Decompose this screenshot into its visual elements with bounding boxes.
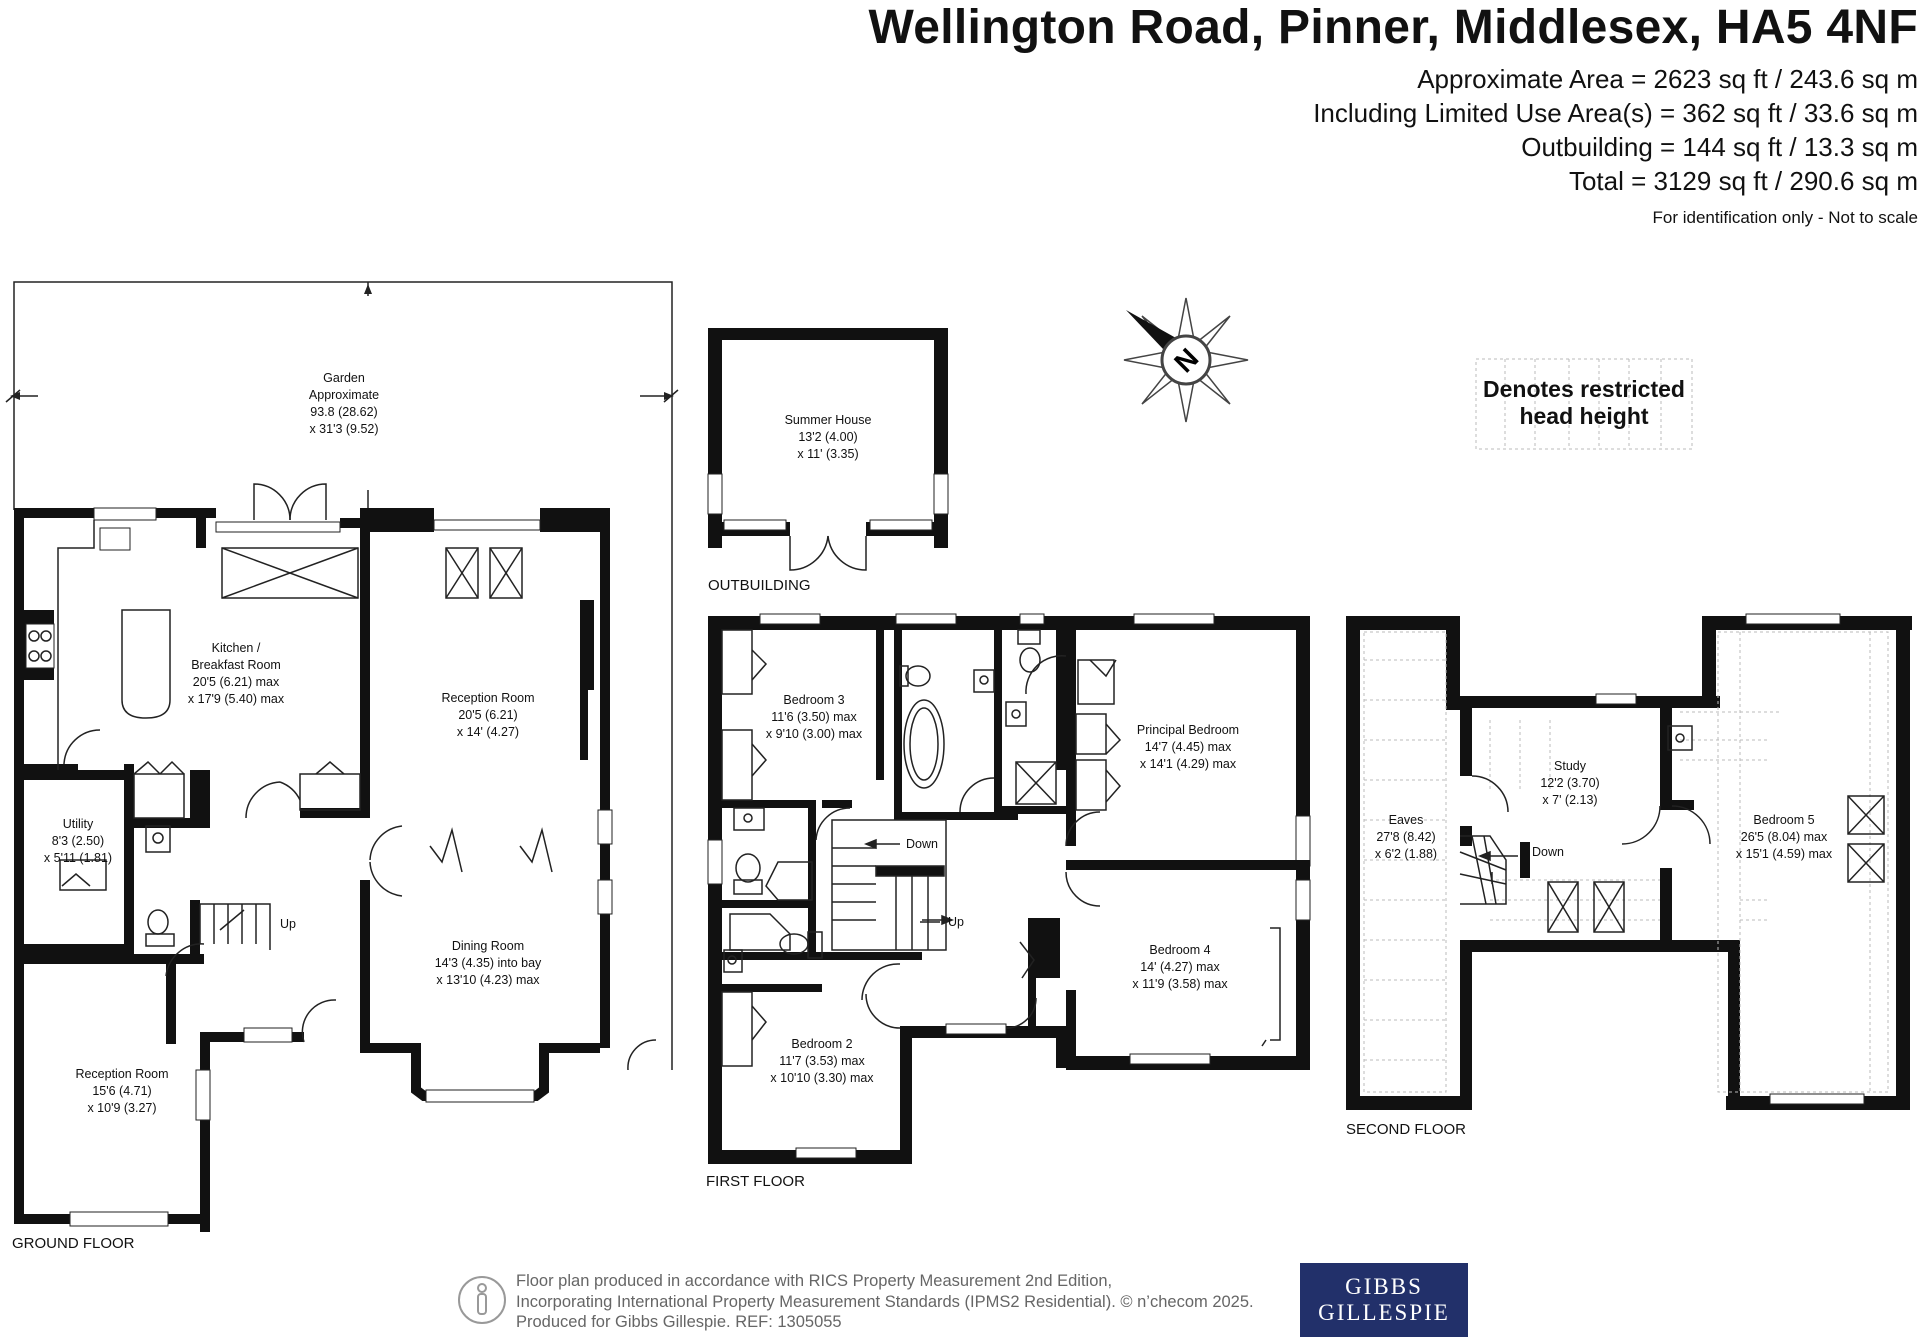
room-bedroom-2: Bedroom 2 11'7 (3.53) max x 10'10 (3.30)… (770, 1037, 874, 1085)
room-dimension: x 9'10 (3.00) max (766, 727, 863, 741)
room-dimension: 20'5 (6.21) (458, 708, 517, 722)
area-total: Total = 3129 sq ft / 290.6 sq m (1568, 166, 1918, 196)
room-study: Study 12'2 (3.70) x 7' (2.13) (1540, 759, 1599, 807)
first-floor-walls (707, 613, 1311, 1164)
room-name: Dining Room (452, 939, 524, 953)
compass-rose: N (1123, 297, 1249, 423)
room-summer-house: Summer House 13'2 (4.00) x 11' (3.35) (785, 413, 872, 461)
brand-line-1: GIBBS (1345, 1274, 1423, 1299)
room-kitchen: Kitchen / Breakfast Room 20'5 (6.21) max… (188, 641, 285, 706)
room-dimension: x 17'9 (5.40) max (188, 692, 285, 706)
room-name: Reception Room (75, 1067, 168, 1081)
room-dimension: x 15'1 (4.59) max (1736, 847, 1833, 861)
room-name: Bedroom 3 (783, 693, 844, 707)
property-address-title: Wellington Road, Pinner, Middlesex, HA5 … (868, 1, 1918, 54)
stair-label-second-down: Down (1532, 845, 1564, 859)
brand-line-2: GILLESPIE (1318, 1300, 1450, 1325)
room-dimension: 93.8 (28.62) (310, 405, 377, 419)
room-dimension: x 13'10 (4.23) max (436, 973, 540, 987)
footer-line-1: Floor plan produced in accordance with R… (516, 1272, 1113, 1290)
scale-disclaimer: For identification only - Not to scale (1652, 208, 1918, 227)
stair-label-ground-up: Up (280, 917, 296, 931)
room-note: Approximate (309, 388, 379, 402)
room-dimension: 11'7 (3.53) max (779, 1054, 865, 1068)
room-name: Garden (323, 371, 365, 385)
stair-label-first-down: Down (906, 837, 938, 851)
room-dimension: 14' (4.27) max (1140, 960, 1220, 974)
room-name: Breakfast Room (191, 658, 281, 672)
person-scale-icon (458, 1276, 506, 1324)
room-dimension: 13'2 (4.00) (798, 430, 857, 444)
room-bedroom-4: Bedroom 4 14' (4.27) max x 11'9 (3.58) m… (1132, 943, 1228, 991)
area-outbuilding: Outbuilding = 144 sq ft / 13.3 sq m (1521, 132, 1918, 162)
second-floor-label: SECOND FLOOR (1346, 1121, 1466, 1138)
footer-line-3: Produced for Gibbs Gillespie. REF: 13050… (516, 1313, 842, 1331)
restricted-legend-line1: Denotes restricted (1483, 376, 1685, 402)
room-utility: Utility 8'3 (2.50) x 5'11 (1.81) (44, 817, 112, 865)
restricted-legend-line2: head height (1519, 403, 1649, 429)
room-dimension: x 7' (2.13) (1542, 793, 1597, 807)
room-dimension: x 14'1 (4.29) max (1140, 757, 1237, 771)
summer-house-walls (707, 328, 949, 571)
room-name: Utility (63, 817, 94, 831)
restricted-hatch-icon (1475, 358, 1693, 450)
ground-floor-walls (14, 483, 657, 1232)
gibbs-gillespie-logo: GIBBS GILLESPIE (1300, 1263, 1468, 1337)
room-dimension: x 11' (3.35) (797, 447, 858, 461)
room-name: Kitchen / (212, 641, 261, 655)
footer-disclaimer: Floor plan produced in accordance with R… (516, 1271, 1254, 1333)
room-name: Bedroom 4 (1149, 943, 1210, 957)
room-name: Summer House (785, 413, 872, 427)
room-dimension: x 6'2 (1.88) (1375, 847, 1437, 861)
room-dimension: x 31'3 (9.52) (309, 422, 378, 436)
outbuilding-label: OUTBUILDING (708, 577, 811, 594)
room-name: Reception Room (441, 691, 534, 705)
stair-label-first-up: Up (948, 915, 964, 929)
second-floor-walls (1346, 613, 1912, 1110)
room-dimension: x 5'11 (1.81) (44, 851, 112, 865)
room-dimension: 20'5 (6.21) max (193, 675, 280, 689)
room-dimension: 11'6 (3.50) max (771, 710, 857, 724)
area-approximate: Approximate Area = 2623 sq ft / 243.6 sq… (1417, 64, 1918, 94)
room-dimension: x 14' (4.27) (457, 725, 519, 739)
room-bedroom-5: Bedroom 5 26'5 (8.04) max x 15'1 (4.59) … (1736, 813, 1833, 861)
room-garden: Garden Approximate 93.8 (28.62) x 31'3 (… (309, 371, 379, 436)
ground-floor-label: GROUND FLOOR (12, 1235, 135, 1252)
room-dimension: 12'2 (3.70) (1540, 776, 1599, 790)
room-eaves: Eaves 27'8 (8.42) x 6'2 (1.88) (1375, 813, 1437, 861)
room-name: Study (1554, 759, 1587, 773)
room-dimension: x 10'10 (3.30) max (770, 1071, 874, 1085)
room-dimension: 14'3 (4.35) into bay (435, 956, 542, 970)
room-dimension: 8'3 (2.50) (52, 834, 104, 848)
room-bedroom-3: Bedroom 3 11'6 (3.50) max x 9'10 (3.00) … (766, 693, 863, 741)
room-dimension: 27'8 (8.42) (1376, 830, 1435, 844)
room-dimension: 14'7 (4.45) max (1145, 740, 1232, 754)
restricted-height-legend: Denotes restricted head height (1475, 358, 1693, 450)
footer-line-2: Incorporating International Property Mea… (516, 1292, 1254, 1311)
room-principal-bedroom: Principal Bedroom 14'7 (4.45) max x 14'1… (1137, 723, 1239, 771)
room-dining: Dining Room 14'3 (4.35) into bay x 13'10… (435, 939, 542, 987)
room-dimension: x 11'9 (3.58) max (1132, 977, 1228, 991)
room-name: Bedroom 5 (1753, 813, 1814, 827)
room-reception-rear: Reception Room 20'5 (6.21) x 14' (4.27) (441, 691, 534, 739)
room-name: Bedroom 2 (791, 1037, 852, 1051)
room-name: Principal Bedroom (1137, 723, 1239, 737)
first-floor-label: FIRST FLOOR (706, 1173, 805, 1190)
room-reception-front: Reception Room 15'6 (4.71) x 10'9 (3.27) (75, 1067, 168, 1115)
room-name: Eaves (1389, 813, 1424, 827)
room-dimension: x 10'9 (3.27) (87, 1101, 156, 1115)
room-dimension: 26'5 (8.04) max (1741, 830, 1828, 844)
room-dimension: 15'6 (4.71) (92, 1084, 151, 1098)
area-limited-use: Including Limited Use Area(s) = 362 sq f… (1313, 98, 1918, 128)
